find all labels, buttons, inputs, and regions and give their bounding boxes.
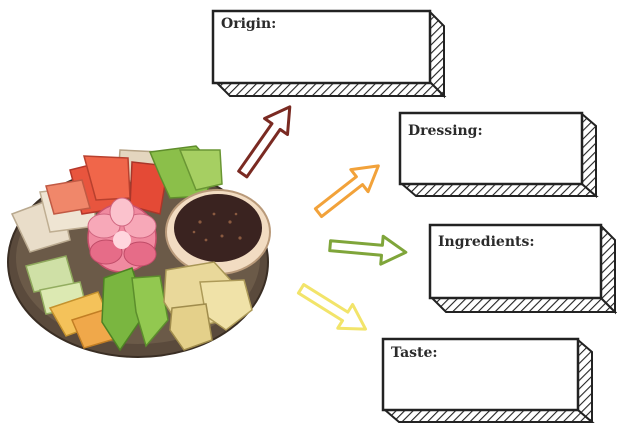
- arrow-to-dressing: [313, 164, 380, 219]
- dipping-sauce-bowl: [165, 189, 271, 275]
- arrow-to-origin: [237, 105, 292, 179]
- ingredients-label: Ingredients:: [438, 234, 535, 250]
- taste-label: Taste:: [391, 345, 438, 361]
- arrow-to-taste: [296, 283, 368, 331]
- ingredients-box: [428, 223, 617, 315]
- arrow-to-ingredients: [328, 234, 408, 266]
- origin-box: [211, 9, 447, 99]
- origin-label: Origin:: [221, 16, 277, 32]
- dressing-box: [398, 111, 599, 199]
- dressing-label: Dressing:: [408, 123, 483, 139]
- rojak-plate-illustration: [7, 145, 271, 358]
- pink-flower-garnish: [87, 197, 157, 273]
- taste-box: [381, 337, 595, 423]
